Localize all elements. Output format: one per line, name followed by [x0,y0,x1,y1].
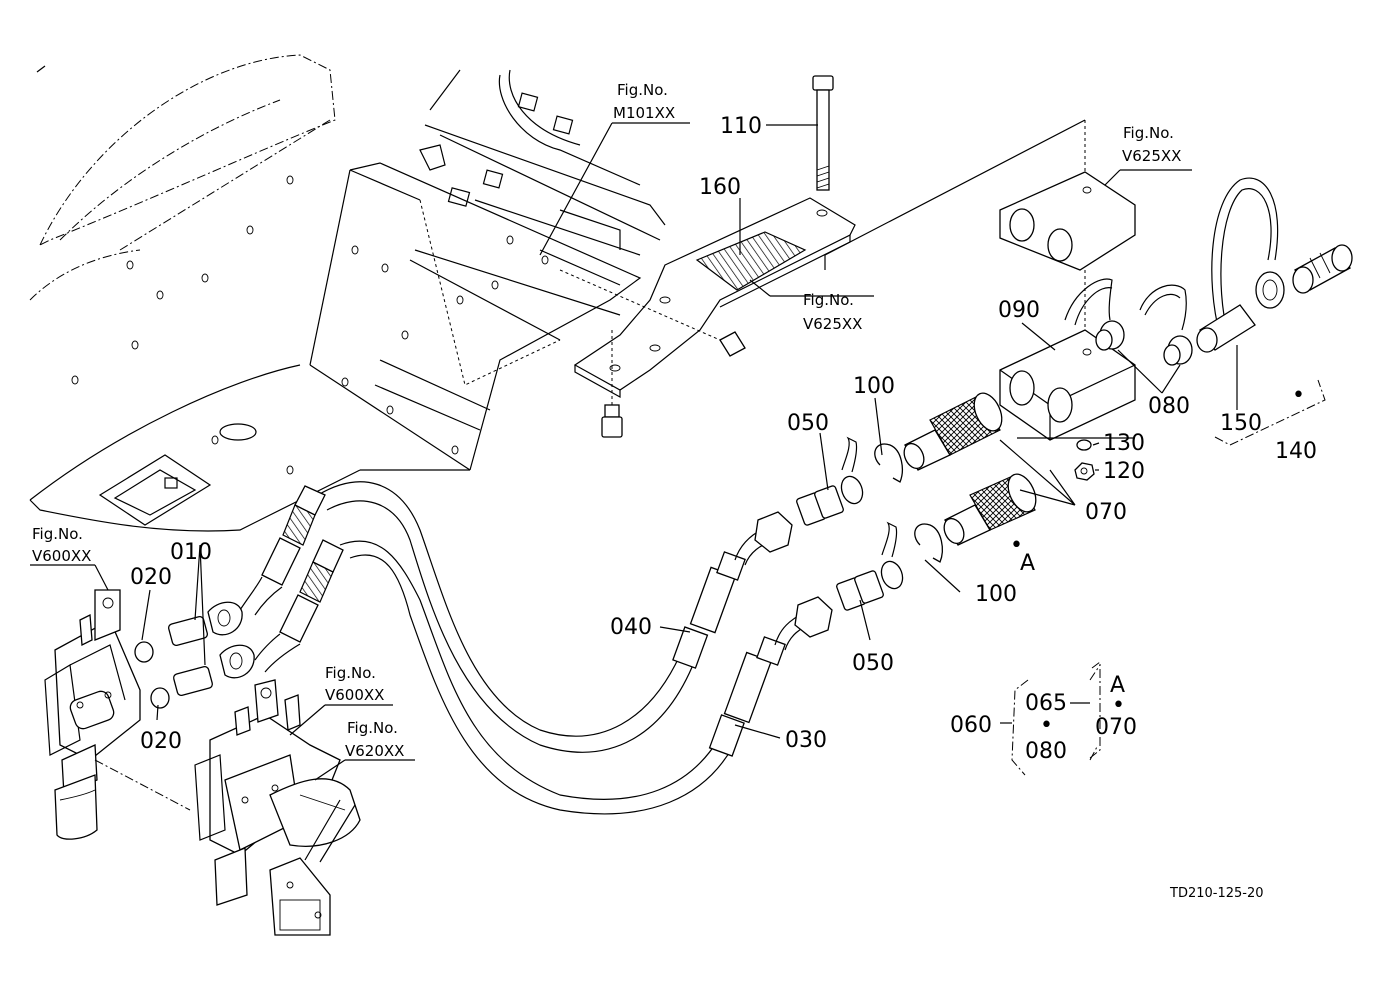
label-080-group: 080 [1025,739,1067,764]
washers-120-130 [1074,439,1095,481]
label-130: 130 [1103,431,1145,456]
hose-040 [317,481,793,753]
label-060: 060 [950,713,992,738]
label-150: 150 [1220,411,1262,436]
label-120: 120 [1103,459,1145,484]
lock-pin-150 [1196,177,1285,353]
figref-v600-left-code: V600XX [32,547,91,565]
valve-hoses [239,485,344,673]
drawing-code: TD210-125-20 [1169,886,1264,901]
figref-m101-title: Fig.No. [617,81,668,99]
coupler-lower [836,473,1037,611]
label-dot-140: • [1292,383,1305,408]
figref-v600-right-code: V600XX [325,686,384,704]
label-065: 065 [1025,691,1067,716]
label-070-upper: 070 [1085,500,1127,525]
label-080-upper: 080 [1148,394,1190,419]
label-010: 010 [170,540,212,565]
figref-v600-right-title: Fig.No. [325,664,376,682]
hose-030 [339,540,833,815]
figref-v620-code: V620XX [345,742,404,760]
label-A-coupler: A [1020,551,1035,576]
label-040: 040 [610,615,652,640]
coupler-block-090 [999,120,1136,441]
control-valve-lower [194,679,361,936]
label-100-upper: 100 [853,374,895,399]
label-160: 160 [699,175,741,200]
figref-v600-left-title: Fig.No. [32,525,83,543]
figref-v625-lower-code: V625XX [803,315,862,333]
coupler-block-v625 [999,171,1136,271]
label-140: 140 [1275,439,1317,464]
label-110: 110 [720,114,762,139]
fittings-010-020 [134,601,255,709]
leader-lines [30,119,1326,781]
figref-v620-title: Fig.No. [347,719,398,737]
figref-v625-lower-title: Fig.No. [803,291,854,309]
mounting-holes [71,175,549,475]
figref-v625-upper-title: Fig.No. [1123,124,1174,142]
control-valve-upper [44,589,191,840]
tractor-body-outline [29,54,666,532]
label-100-lower: 100 [975,582,1017,607]
label-020-upper: 020 [130,565,172,590]
figref-v625-upper-code: V625XX [1122,147,1181,165]
label-dot-065: • [1040,713,1053,738]
bracket-assembly [559,75,856,438]
caps-080 [1064,278,1193,366]
label-dot-A-group: • [1112,693,1125,718]
label-050-lower: 050 [852,651,894,676]
label-030: 030 [785,728,827,753]
part-number-labels: 110 160 090 080 150 140 • 130 120 070 A … [130,114,1317,764]
label-A-group: A [1110,673,1125,698]
label-050-upper: 050 [787,411,829,436]
coupler-upper [796,392,1003,526]
label-070-group: 070 [1095,715,1137,740]
figref-m101-code: M101XX [613,104,675,122]
label-020-lower: 020 [140,729,182,754]
label-090: 090 [998,298,1040,323]
figure-references: Fig.No. M101XX Fig.No. V625XX Fig.No. V6… [32,81,1181,760]
quick-coupler-140 [1292,244,1353,294]
label-dot-A: • [1010,533,1023,558]
